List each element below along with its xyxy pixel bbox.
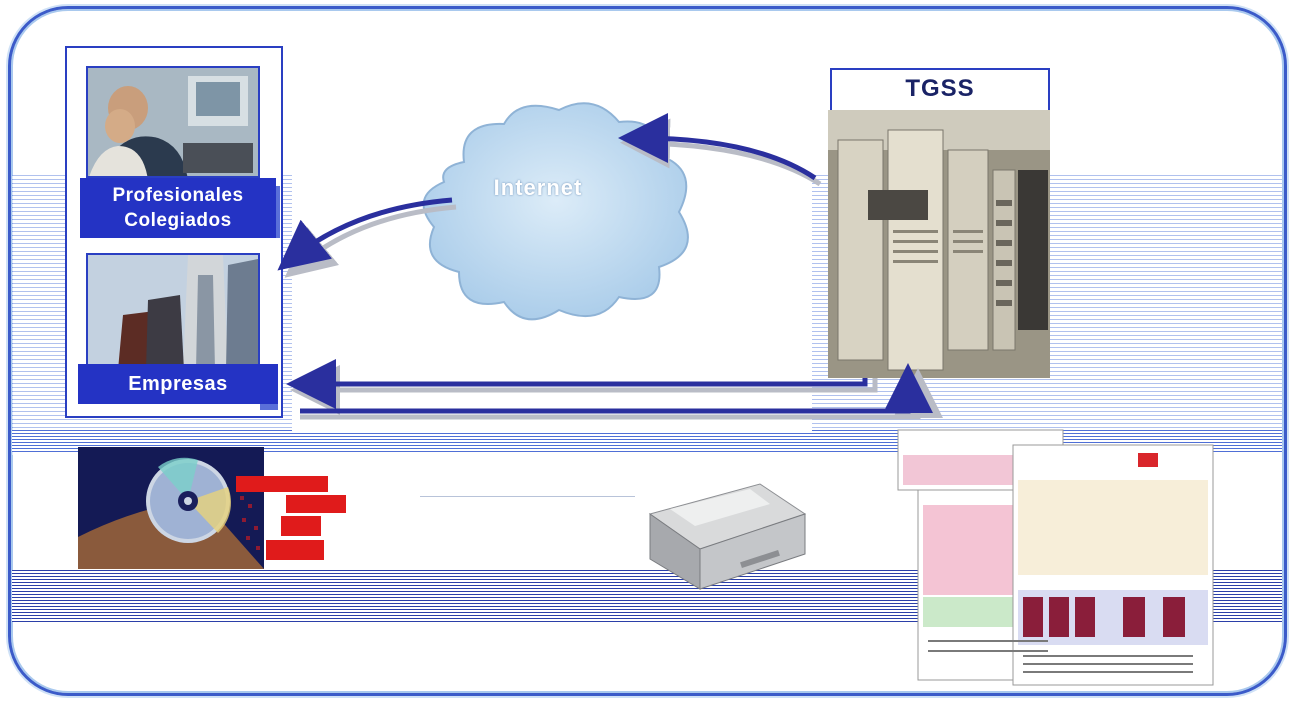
internet-label: Internet xyxy=(493,175,583,200)
companies-label: Empresas xyxy=(78,364,278,404)
data-transfer-icon xyxy=(236,476,346,560)
outer-frame xyxy=(8,6,1287,696)
tgss-title: TGSS xyxy=(905,75,975,102)
server-rack-icon xyxy=(828,110,1050,378)
printer-icon xyxy=(640,474,810,604)
connector-line xyxy=(420,496,635,497)
companies-photo xyxy=(86,253,260,368)
document-forms-icon xyxy=(893,425,1223,689)
cd-icon xyxy=(78,447,264,569)
professionals-photo xyxy=(86,66,260,178)
professionals-label: Profesionales Colegiados xyxy=(80,178,276,238)
